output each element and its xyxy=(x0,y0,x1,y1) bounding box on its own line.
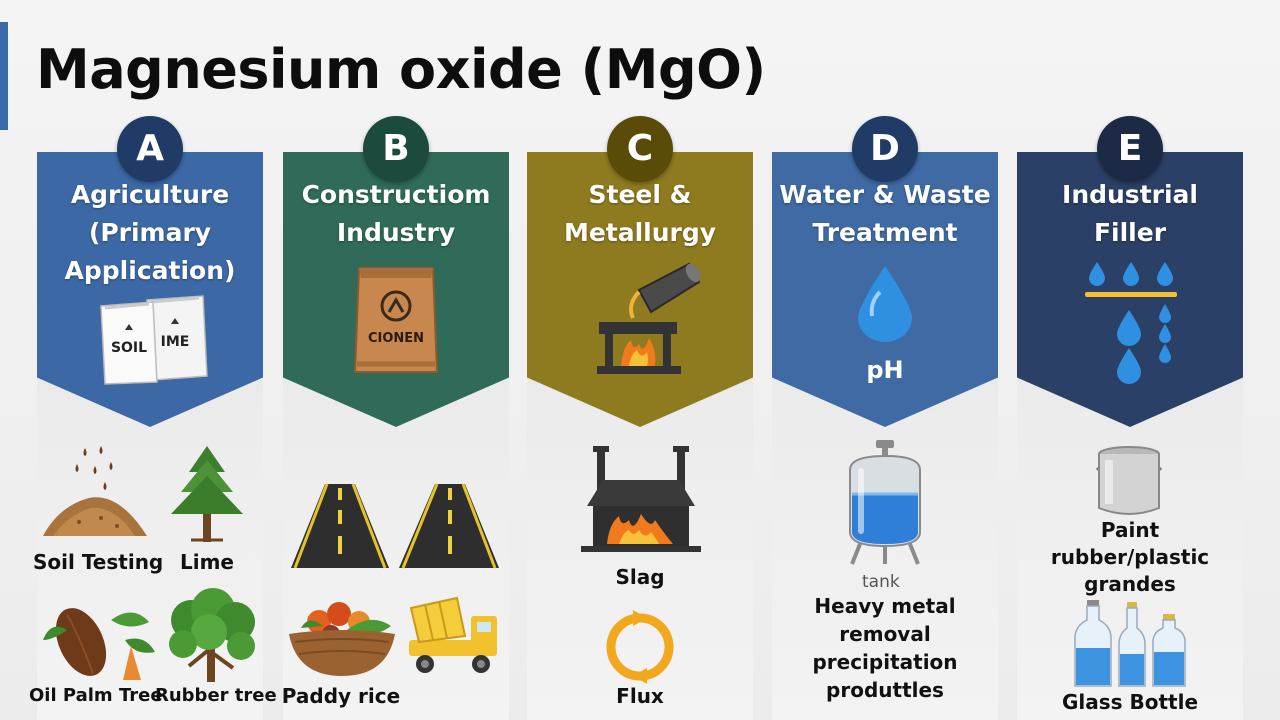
molten-metal-ladle-icon xyxy=(597,262,701,374)
column-title: Steel & Metallurgy xyxy=(527,176,753,252)
cement-mixer-truck-icon xyxy=(409,596,497,673)
tree-icon xyxy=(171,446,243,542)
column-agriculture: A Agriculture (Primary Application) IME … xyxy=(29,116,277,720)
oil-palm-fruit-icon xyxy=(43,608,155,680)
column-steel-metallurgy: C Steel & Metallurgy Slag Flux xyxy=(527,116,753,720)
flux-cycle-icon xyxy=(606,610,674,684)
filler-drops-icon xyxy=(1085,262,1177,384)
title-line: Metallurgy xyxy=(563,218,717,247)
paint-can-icon xyxy=(1095,446,1163,515)
column-construction: B Constructiom Industry CIONEN Paddy ric… xyxy=(281,116,509,720)
description-line: Paint xyxy=(1100,518,1160,542)
glass-bottles-icon xyxy=(1074,600,1186,687)
column-title: Agriculture (Primary Application) xyxy=(37,176,263,290)
title-line: Industrial xyxy=(1062,180,1198,209)
title-line: Steel & xyxy=(588,180,692,209)
item-label-lime: Lime xyxy=(179,550,234,574)
title-line: Filler xyxy=(1093,218,1167,247)
rubber-tree-icon xyxy=(169,588,255,682)
soil-pile-icon xyxy=(43,446,147,536)
item-label-flux: Flux xyxy=(616,684,664,708)
column-title: Water & Waste Treatment xyxy=(772,176,998,252)
description-line: produttles xyxy=(826,678,944,702)
item-label-paddy-rice: Paddy rice xyxy=(281,684,401,708)
column-title: Industrial Filler xyxy=(1017,176,1243,252)
soil-lime-bags-icon: IME SOIL xyxy=(100,295,208,385)
soil-bag-label: SOIL xyxy=(111,340,147,356)
title-line: Application) xyxy=(64,256,236,285)
title-line: Industry xyxy=(336,218,456,247)
item-label-soil-testing: Soil Testing xyxy=(33,550,164,574)
slag-furnace-icon xyxy=(581,446,701,552)
description-line: grandes xyxy=(1084,572,1176,596)
description-line: precipitation xyxy=(812,650,958,674)
road-icon xyxy=(399,483,499,569)
column-water-waste-treatment: D Water & Waste Treatment pH tank Heavy … xyxy=(772,116,998,720)
title-line: Constructiom xyxy=(301,180,491,209)
letter-badge: B xyxy=(363,116,429,182)
title-line: (Primary xyxy=(88,218,212,247)
title-line: Treatment xyxy=(812,218,958,247)
glass-bottle xyxy=(1152,614,1186,687)
item-label-glass-bottle: Glass Bottle xyxy=(1061,690,1199,714)
ph-label: pH xyxy=(866,356,904,384)
title-line: Agriculture xyxy=(70,180,230,209)
letter-badge: C xyxy=(607,116,673,182)
description-line: removal xyxy=(839,622,931,646)
accent-bar xyxy=(0,22,8,130)
cement-bag-label: CIONEN xyxy=(368,331,424,346)
description-line: Heavy metal xyxy=(814,594,956,618)
water-tank-icon xyxy=(849,440,921,565)
letter-badge: E xyxy=(1097,116,1163,182)
cement-bag-icon: CIONEN xyxy=(353,267,439,373)
road-icon xyxy=(291,483,389,569)
description-line: rubber/plastic xyxy=(1050,545,1210,569)
page-title: Magnesium oxide (MgO) xyxy=(36,38,766,101)
column-title: Constructiom Industry xyxy=(283,176,509,252)
column-industrial-filler: E Industrial Filler Paint rubber/plastic… xyxy=(1017,116,1243,720)
item-label-oil-palm-tree: Oil Palm Tree xyxy=(29,685,163,706)
lime-bag-label: IME xyxy=(161,334,190,350)
item-label-slag: Slag xyxy=(615,565,665,589)
glass-bottle xyxy=(1074,600,1112,687)
tank-label: tank xyxy=(862,572,900,592)
title-line: Water & Waste xyxy=(779,180,991,209)
letter-badge: D xyxy=(852,116,918,182)
vegetable-basket-icon xyxy=(289,602,395,676)
soil-bag: SOIL xyxy=(100,301,158,385)
letter-badge: A xyxy=(117,116,183,182)
water-drop-icon xyxy=(858,266,912,342)
glass-bottle xyxy=(1118,602,1146,687)
item-label-rubber-tree: Rubber tree xyxy=(155,685,277,706)
